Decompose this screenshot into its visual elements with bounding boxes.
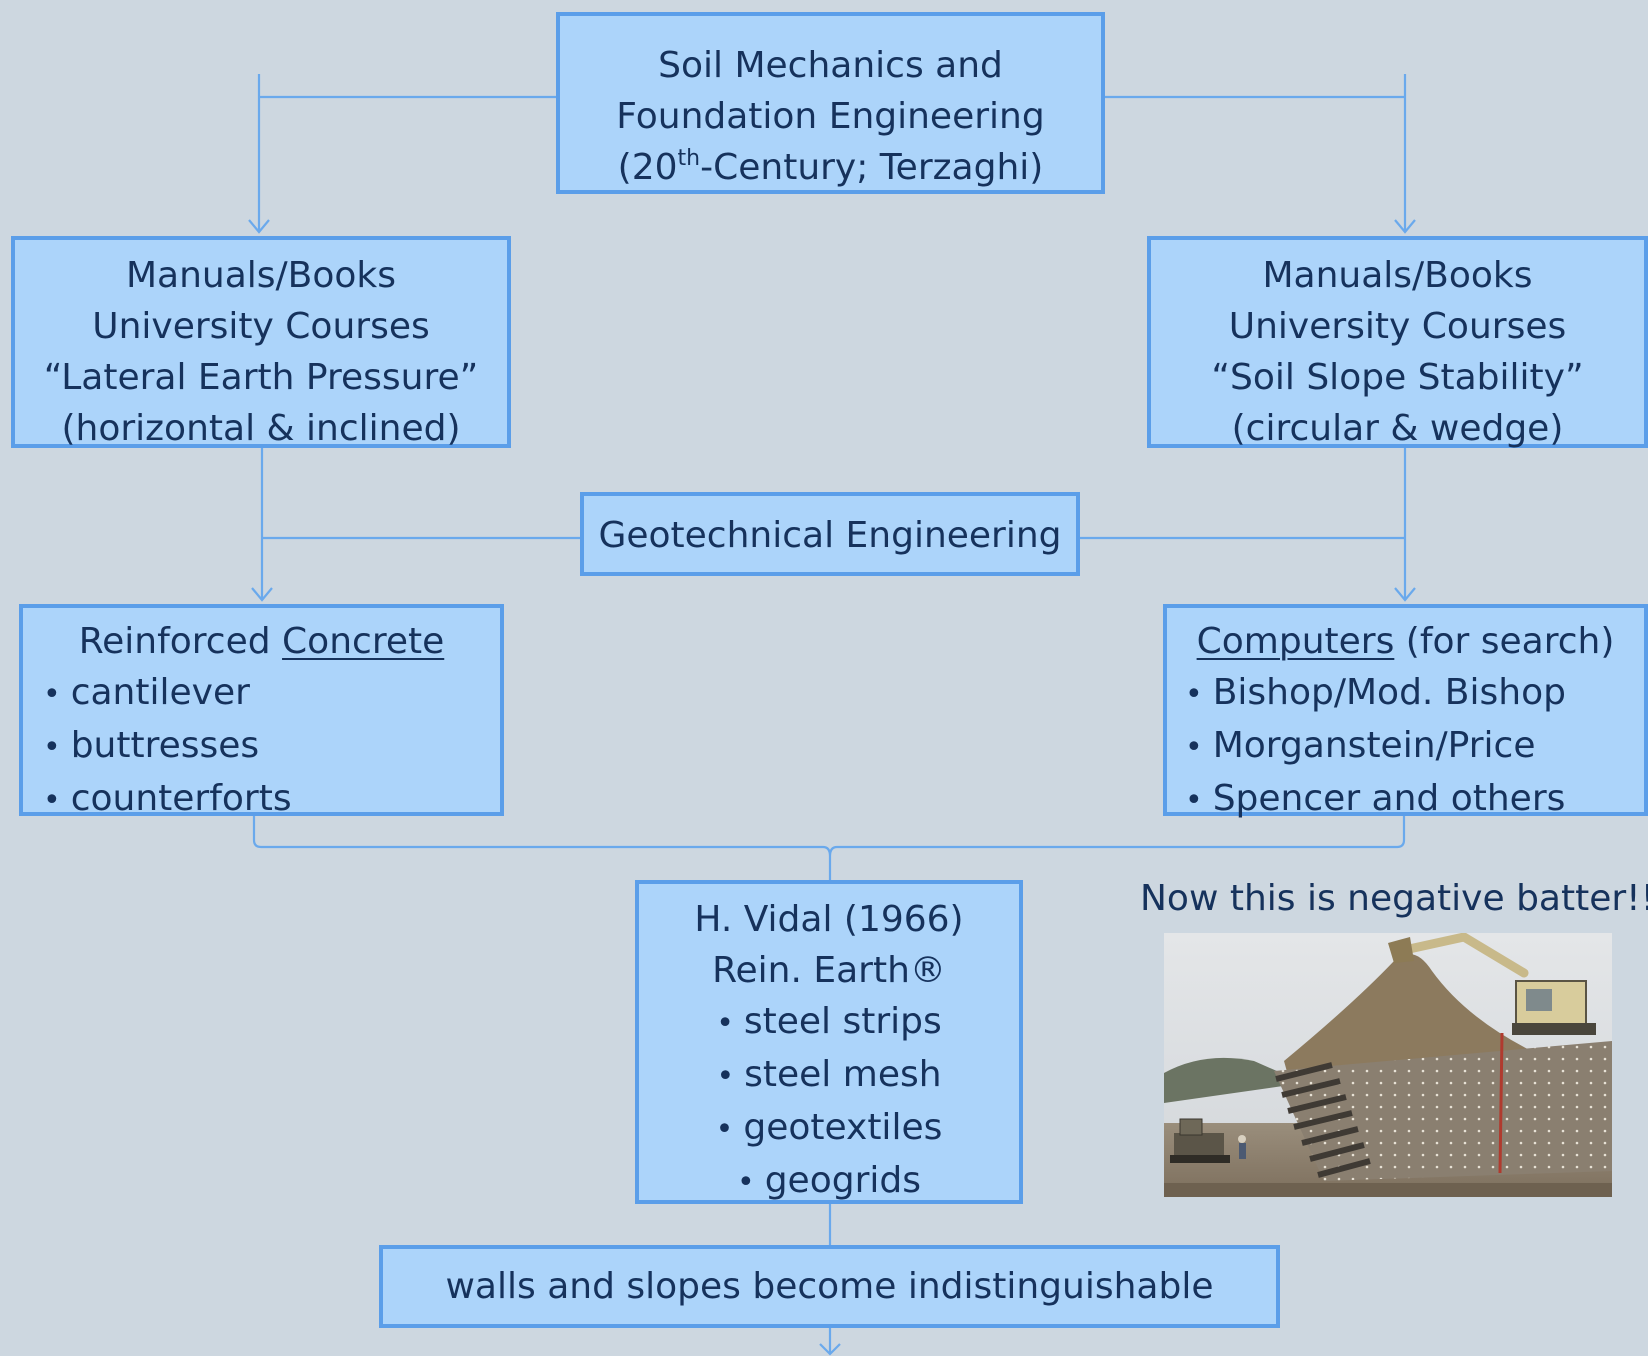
right-manual-line3: “Soil Slope Stability” — [1211, 357, 1584, 398]
comp-item: Morganstein/Price — [1167, 720, 1644, 773]
negative-batter-photo — [1164, 933, 1612, 1197]
right-manual-line1: Manuals/Books — [1262, 255, 1533, 296]
comp-box-title-post: (for search) — [1394, 621, 1615, 662]
right-manual-line2: University Courses — [1228, 306, 1567, 347]
walls-box-label: walls and slopes become indistinguishabl… — [445, 1266, 1214, 1307]
comp-item: Spencer and others — [1167, 773, 1644, 826]
connector-right-down — [1394, 448, 1416, 602]
connector-top-right — [1105, 74, 1416, 234]
top-box-line3-post: -Century; Terzaghi) — [700, 147, 1044, 188]
left-manual-line1: Manuals/Books — [125, 255, 397, 296]
comp-box-title-underlined: Computers — [1196, 621, 1395, 662]
vidal-reinforced-earth-box: H. Vidal (1966) Rein. Earth® steel strip… — [635, 880, 1023, 1204]
computers-box: Computers (for search) Bishop/Mod. Bisho… — [1163, 604, 1648, 819]
rc-box-title: Reinforced Concrete — [23, 616, 500, 667]
top-box-line3: (20th-Century; Terzaghi) — [560, 142, 1101, 193]
vidal-item: geogrids — [639, 1155, 1019, 1208]
vidal-item: steel strips — [639, 996, 1019, 1049]
walls-and-slopes-box: walls and slopes become indistinguishabl… — [379, 1245, 1280, 1328]
top-box-line1: Soil Mechanics and — [658, 45, 1003, 86]
rc-item: cantilever — [23, 667, 500, 720]
vidal-item: steel mesh — [639, 1049, 1019, 1102]
rc-item: buttresses — [23, 720, 500, 773]
vidal-line2: Rein. Earth® — [712, 950, 946, 991]
top-box-line3-pre: (20 — [617, 147, 678, 188]
top-box-line2: Foundation Engineering — [616, 96, 1045, 137]
rc-box-title-underlined: Concrete — [282, 621, 445, 662]
left-manual-line3: “Lateral Earth Pressure” — [43, 357, 479, 398]
soil-slope-stability-box: Manuals/Books University Courses “Soil S… — [1147, 236, 1648, 449]
left-manual-line4: (horizontal & inclined) — [61, 408, 461, 449]
left-manual-line2: University Courses — [92, 306, 430, 347]
comp-box-title: Computers (for search) — [1167, 616, 1644, 667]
soil-mechanics-box: Soil Mechanics and Foundation Engineerin… — [556, 12, 1105, 194]
reinforced-concrete-box: Reinforced Concrete cantilever buttresse… — [19, 604, 504, 819]
right-manual-line4: (circular & wedge) — [1231, 408, 1564, 449]
connector-top-left — [248, 74, 556, 234]
comp-item: Bishop/Mod. Bishop — [1167, 667, 1644, 720]
rc-box-title-pre: Reinforced — [78, 621, 283, 662]
vidal-line1: H. Vidal (1966) — [694, 899, 964, 940]
photo-caption: Now this is negative batter!! — [1140, 878, 1648, 919]
rc-item: counterforts — [23, 773, 500, 826]
connector-brace — [252, 816, 1406, 880]
top-box-line3-sup: th — [677, 146, 701, 171]
geotechnical-engineering-box: Geotechnical Engineering — [580, 492, 1080, 576]
lateral-earth-pressure-box: Manuals/Books University Courses “Latera… — [11, 236, 511, 449]
geo-box-label: Geotechnical Engineering — [598, 515, 1062, 556]
photo-illustration — [1164, 933, 1612, 1197]
connector-walls-down — [819, 1328, 841, 1356]
connector-left-down — [251, 448, 273, 602]
vidal-item: geotextiles — [639, 1102, 1019, 1155]
